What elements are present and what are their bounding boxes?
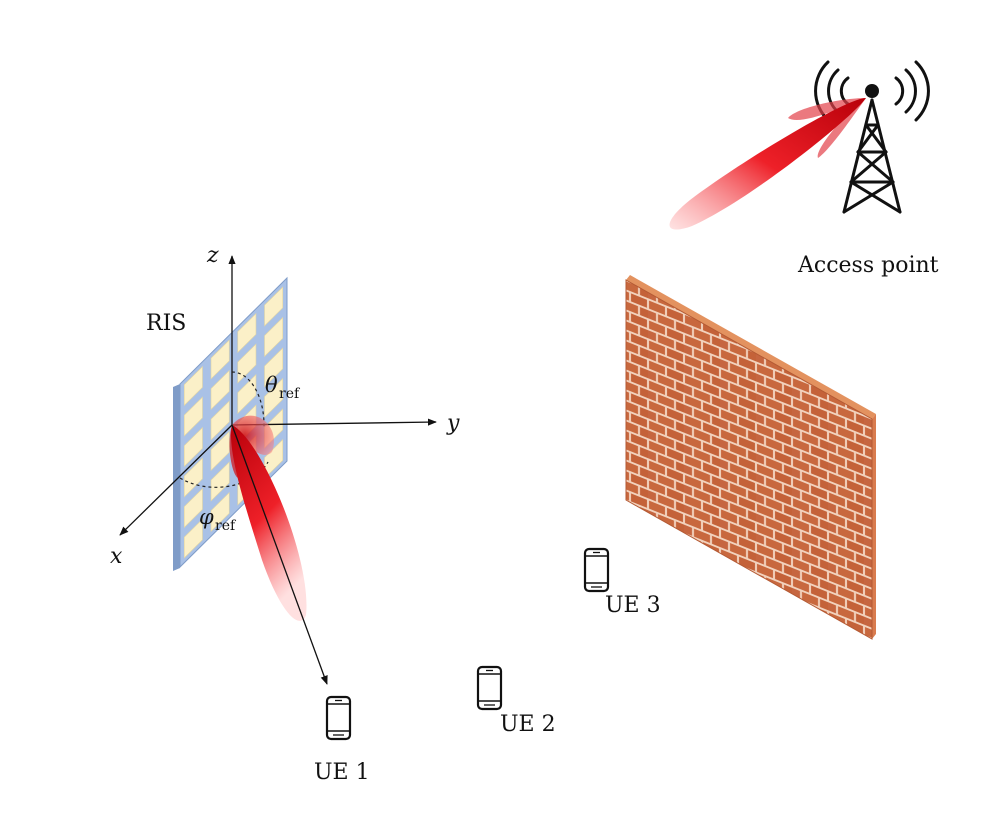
- ris-cell: [264, 347, 284, 388]
- theta-subscript: ref: [279, 386, 301, 402]
- access-point-tower-icon: [814, 60, 930, 214]
- axis-z-label: z: [206, 243, 219, 268]
- phi-ref-label: φ ref: [199, 505, 237, 534]
- ris-cell: [264, 316, 284, 358]
- ris-cell: [210, 369, 230, 411]
- phi-symbol: φ: [199, 505, 214, 529]
- ue1-label: UE 1: [314, 760, 370, 785]
- ris-cell-grid: [183, 286, 284, 559]
- axis-y-label: y: [446, 411, 460, 436]
- ris-panel: [173, 276, 288, 571]
- brick-wall: [625, 275, 876, 640]
- ue1-direction-arrow: [231, 424, 328, 685]
- ris-cell: [210, 339, 230, 380]
- ris-cell: [237, 312, 257, 354]
- ris-cell: [210, 491, 230, 533]
- ris-cell: [264, 377, 284, 419]
- ue2-label: UE 2: [500, 712, 556, 737]
- ue3-label: UE 3: [605, 593, 661, 618]
- ris-cell: [183, 365, 203, 407]
- ris-cell: [183, 487, 203, 529]
- access-point-beam: [669, 98, 866, 230]
- ue1-phone-icon: [325, 695, 352, 741]
- ris-cell: [264, 286, 284, 327]
- ris-cell: [183, 457, 203, 498]
- ris-cell: [183, 396, 203, 437]
- phi-arc: [179, 461, 269, 488]
- ris-reflected-beam: [229, 415, 328, 685]
- access-point-label: Access point: [797, 253, 939, 278]
- ris-cell: [210, 400, 230, 441]
- ris-cell: [183, 518, 203, 559]
- ris-cell: [210, 461, 230, 502]
- ue3-phone-icon: [583, 547, 610, 593]
- axis-x-label: x: [110, 544, 123, 569]
- x-axis: [119, 424, 233, 536]
- theta-ref-label: θ ref: [265, 373, 301, 402]
- theta-arc: [231, 371, 265, 428]
- phi-subscript: ref: [215, 518, 237, 534]
- theta-symbol: θ: [265, 373, 278, 397]
- ris-cell: [210, 430, 230, 472]
- ris-cell: [237, 343, 257, 384]
- ue2-phone-icon: [476, 665, 503, 711]
- ris-cell: [183, 426, 203, 468]
- ris-label: RIS: [146, 311, 186, 336]
